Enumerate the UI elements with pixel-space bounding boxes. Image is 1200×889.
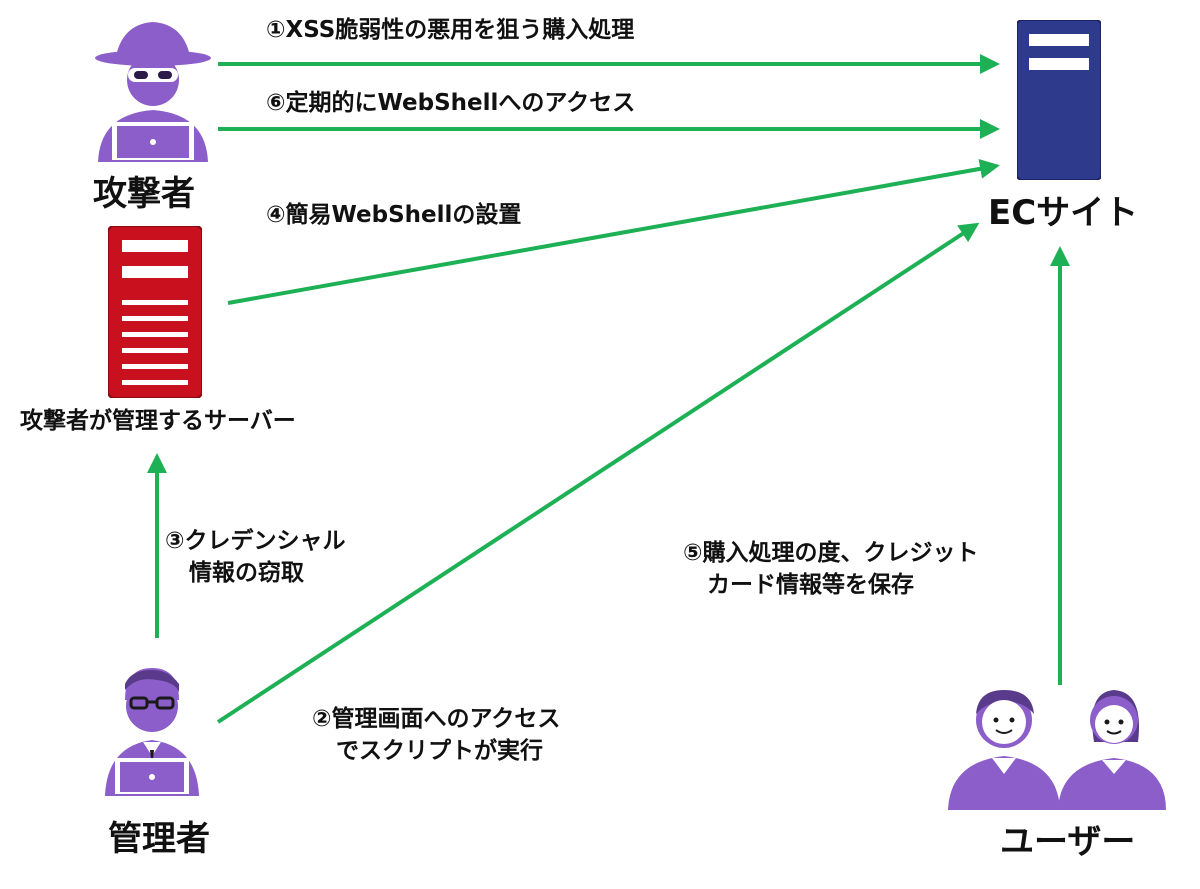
arrow-2 — [216, 222, 980, 724]
hacker-icon — [95, 22, 211, 162]
edge-label-6: ⑥定期的にWebShellへのアクセス — [266, 90, 636, 116]
user-label: ユーザー — [1000, 822, 1136, 862]
users-icon — [948, 690, 1166, 810]
admin-person-icon — [105, 668, 199, 796]
edge-label-4: ④簡易WebShellの設置 — [266, 202, 522, 228]
arrow-4 — [227, 158, 1000, 305]
edge-label-2-line1: ②管理画面へのアクセス — [312, 706, 561, 732]
attacker-label: 攻撃者 — [93, 174, 195, 214]
attacker-server-label: 攻撃者が管理するサーバー — [20, 408, 296, 434]
attacker-server-icon — [108, 226, 202, 398]
edge-label-5-line2: カード情報等を保存 — [707, 572, 914, 598]
edge-label-2-line2: でスクリプトが実行 — [336, 738, 543, 764]
ec-site-server-icon — [1017, 20, 1101, 180]
edge-label-3-line2: 情報の窃取 — [189, 560, 304, 586]
edge-label-5-line1: ⑤購入処理の度、クレジット — [683, 540, 979, 566]
edge-label-3-line1: ③クレデンシャル — [165, 528, 346, 554]
admin-label: 管理者 — [108, 819, 210, 859]
edge-label-3: ③クレデンシャル 情報の窃取 — [165, 525, 345, 589]
ec-site-label: ECサイト — [988, 193, 1139, 233]
edge-label-2: ②管理画面へのアクセス でスクリプトが実行 — [312, 703, 560, 767]
edge-label-5: ⑤購入処理の度、クレジット カード情報等を保存 — [683, 537, 978, 601]
edge-label-1: ①XSS脆弱性の悪用を狙う購入処理 — [266, 17, 635, 43]
